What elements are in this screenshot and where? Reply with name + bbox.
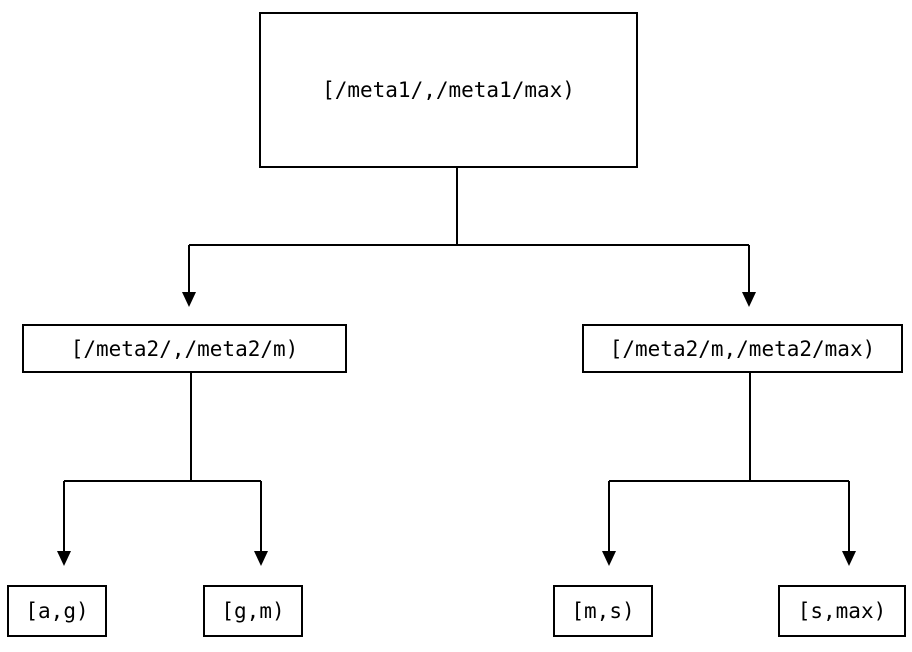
arrowhead-to-leaf-smax: [842, 551, 856, 566]
tree-node-mid-right[interactable]: [/meta2/m,/meta2/max): [582, 324, 903, 373]
tree-node-mid-left-label: [/meta2/,/meta2/m): [70, 336, 299, 361]
tree-node-leaf-smax-label: [s,max): [797, 599, 887, 623]
tree-node-leaf-gm[interactable]: [g,m): [203, 585, 303, 637]
arrowhead-to-mid-left: [182, 292, 196, 307]
tree-node-leaf-ms-label: [m,s): [571, 599, 635, 623]
arrowhead-to-leaf-ag: [57, 551, 71, 566]
tree-node-leaf-gm-label: [g,m): [221, 599, 285, 623]
tree-node-leaf-ag-label: [a,g): [25, 599, 89, 623]
tree-node-leaf-ms[interactable]: [m,s): [553, 585, 653, 637]
tree-node-leaf-ag[interactable]: [a,g): [7, 585, 107, 637]
tree-node-root-label: [/meta1/,/meta1/max): [322, 78, 575, 102]
tree-node-mid-right-label: [/meta2/m,/meta2/max): [609, 336, 876, 361]
arrowhead-to-leaf-gm: [254, 551, 268, 566]
arrowhead-to-leaf-ms: [602, 551, 616, 566]
tree-node-mid-left[interactable]: [/meta2/,/meta2/m): [22, 324, 347, 373]
arrowhead-to-mid-right: [742, 292, 756, 307]
tree-node-root[interactable]: [/meta1/,/meta1/max): [259, 12, 638, 168]
tree-node-leaf-smax[interactable]: [s,max): [778, 585, 906, 637]
